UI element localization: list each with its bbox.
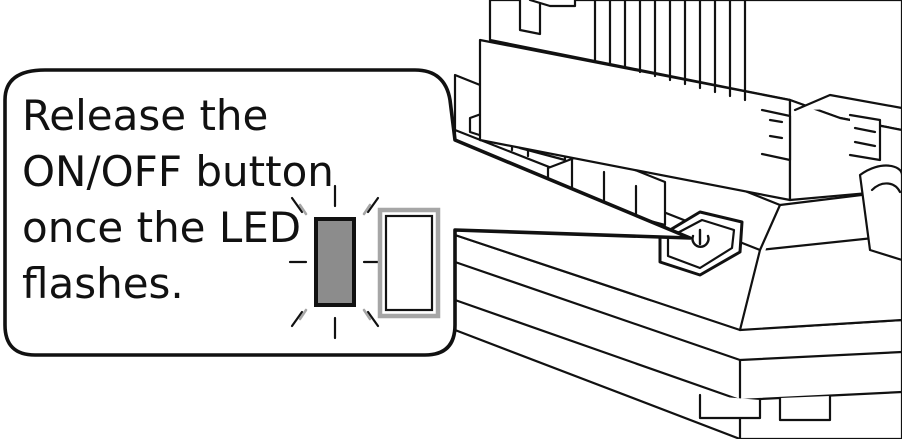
callout-text: Release the ON/OFF button once the LED f… xyxy=(22,88,334,312)
callout-line-3: once the LED xyxy=(22,203,302,252)
led-flash-rays xyxy=(288,184,382,340)
led-unlit xyxy=(377,207,441,319)
callout-line-1: Release the xyxy=(22,91,269,140)
led-frame-rays xyxy=(298,203,372,321)
power-icon xyxy=(691,228,710,248)
base-block xyxy=(453,233,902,439)
callout-bubble xyxy=(3,68,692,357)
callout-line-4: flashes. xyxy=(22,259,184,308)
led-lit xyxy=(314,217,356,307)
device-tower xyxy=(478,0,902,262)
callout-line-2: ON/OFF button xyxy=(22,147,334,196)
